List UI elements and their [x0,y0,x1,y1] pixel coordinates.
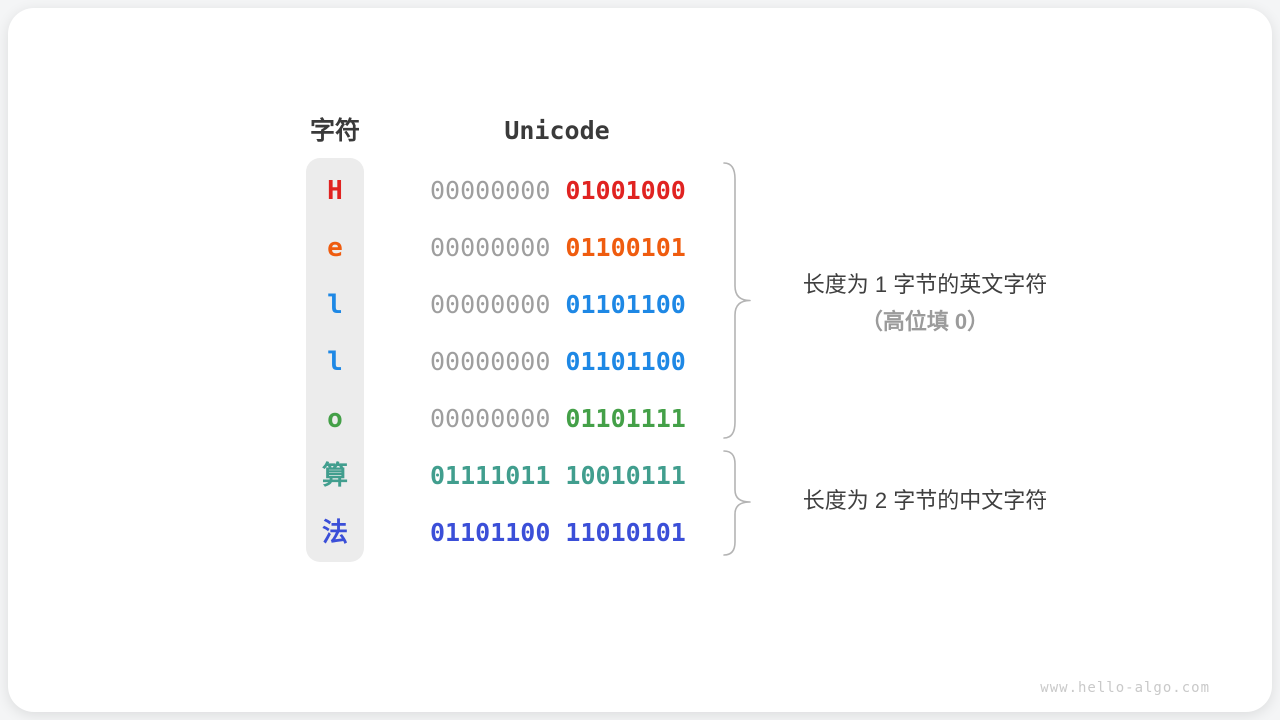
low-byte: 01101100 [565,347,686,376]
character-column-background [306,158,364,562]
high-byte: 00000000 [430,290,551,319]
binary-code: 01101100 11010101 [430,505,686,561]
character-cell: l [327,290,343,320]
annotation-english-line2: （高位填 0） [860,309,990,334]
low-byte: 01100101 [565,233,686,262]
high-byte: 00000000 [430,176,551,205]
high-byte: 01101100 [430,518,551,547]
binary-code: 00000000 01100101 [430,220,686,276]
character-cell: o [327,404,343,434]
low-byte: 01101100 [565,290,686,319]
table-row: l 00000000 01101100 [8,334,1272,390]
high-byte: 00000000 [430,347,551,376]
binary-code: 00000000 01101111 [430,391,686,447]
brace-english-group-icon [723,162,751,439]
binary-code: 00000000 01001000 [430,163,686,219]
character-cell: H [327,176,343,206]
character-cell: 算 [321,461,348,491]
table-row: o 00000000 01101111 [8,391,1272,447]
low-byte: 01101111 [565,404,686,433]
annotation-english-line1: 长度为 1 字节的英文字符 [802,272,1048,297]
column-header-character: 字符 [309,117,360,145]
annotation-chinese-group: 长度为 2 字节的中文字符 [750,489,1100,513]
binary-code: 00000000 01101100 [430,334,686,390]
low-byte: 10010111 [565,461,686,490]
annotation-english-group: 长度为 1 字节的英文字符 （高位填 0） [750,266,1100,340]
table-row: 算 01111011 10010111 [8,448,1272,504]
high-byte: 00000000 [430,233,551,262]
table-row: 法 01101100 11010101 [8,505,1272,561]
table-row: H 00000000 01001000 [8,163,1272,219]
low-byte: 01001000 [565,176,686,205]
watermark: www.hello-algo.com [1040,680,1210,696]
high-byte: 00000000 [430,404,551,433]
character-cell: e [327,233,343,263]
brace-chinese-group-icon [723,450,751,556]
binary-code: 00000000 01101100 [430,277,686,333]
table-row: l 00000000 01101100 [8,277,1272,333]
diagram-card: 字符 Unicode H 00000000 01001000 e 00000000… [8,8,1272,712]
character-cell: l [327,347,343,377]
binary-code: 01111011 10010111 [430,448,686,504]
low-byte: 11010101 [565,518,686,547]
table-row: e 00000000 01100101 [8,220,1272,276]
character-cell: 法 [321,518,348,548]
annotation-chinese-line1: 长度为 2 字节的中文字符 [802,488,1048,513]
high-byte: 01111011 [430,461,551,490]
column-header-unicode: Unicode [504,116,610,145]
